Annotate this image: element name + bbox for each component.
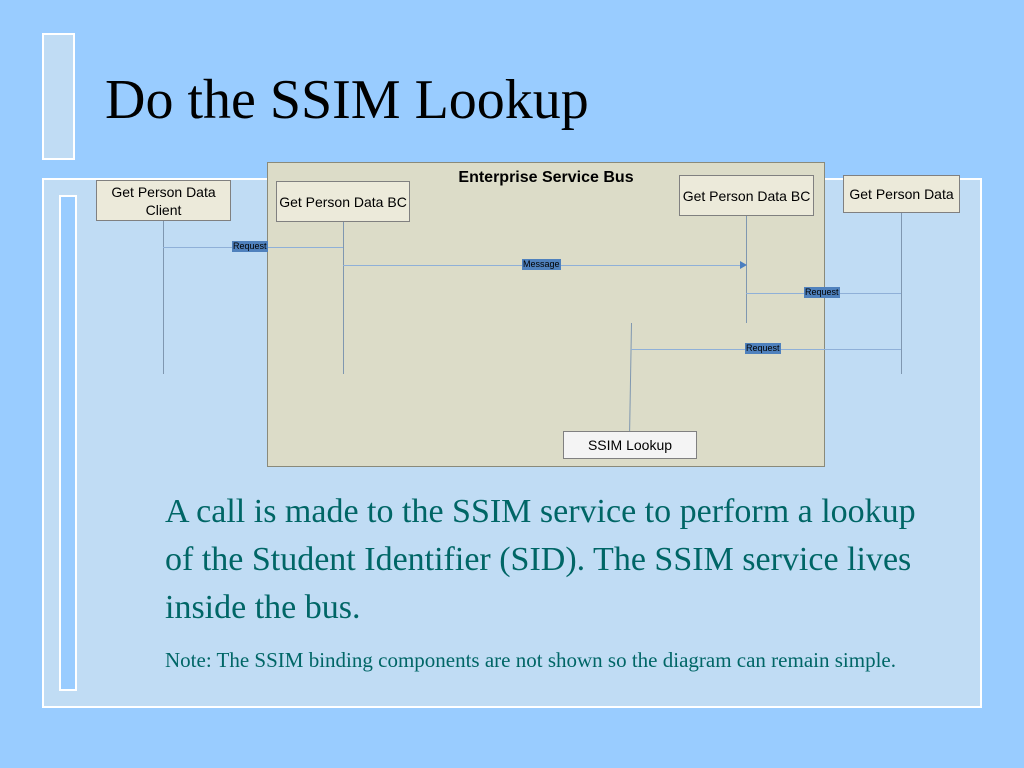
node-person-data-label: Get Person Data (849, 186, 954, 202)
node-bc-right: Get Person Data BC (679, 175, 814, 216)
node-person-data: Get Person Data (843, 175, 960, 213)
message-label-message: Message (522, 259, 561, 270)
decorative-bar-top (42, 33, 75, 160)
lifeline-person-data (901, 213, 902, 374)
bus-label: Enterprise Service Bus (458, 169, 634, 186)
node-bc-left-label: Get Person Data BC (279, 193, 407, 210)
message-label-request-3: Request (745, 343, 781, 354)
message-label-request-1: Request (232, 241, 268, 252)
node-bc-right-label: Get Person Data BC (682, 187, 811, 204)
node-client-label: Get Person Data Client (111, 183, 216, 218)
lifeline-bc-left (343, 222, 344, 374)
node-client: Get Person Data Client (96, 180, 231, 221)
node-ssim-lookup: SSIM Lookup (563, 431, 697, 459)
message-label-request-2: Request (804, 287, 840, 298)
node-bc-left: Get Person Data BC (276, 181, 410, 222)
slide-title: Do the SSIM Lookup (105, 69, 589, 131)
lifeline-client (163, 221, 164, 374)
decorative-bar-left (59, 195, 77, 691)
body-text: A call is made to the SSIM service to pe… (165, 493, 916, 626)
lifeline-bc-right (746, 216, 747, 323)
note-text: Note: The SSIM binding components are no… (165, 648, 896, 672)
message-arrowhead (740, 261, 747, 269)
node-ssim-lookup-label: SSIM Lookup (587, 437, 673, 453)
